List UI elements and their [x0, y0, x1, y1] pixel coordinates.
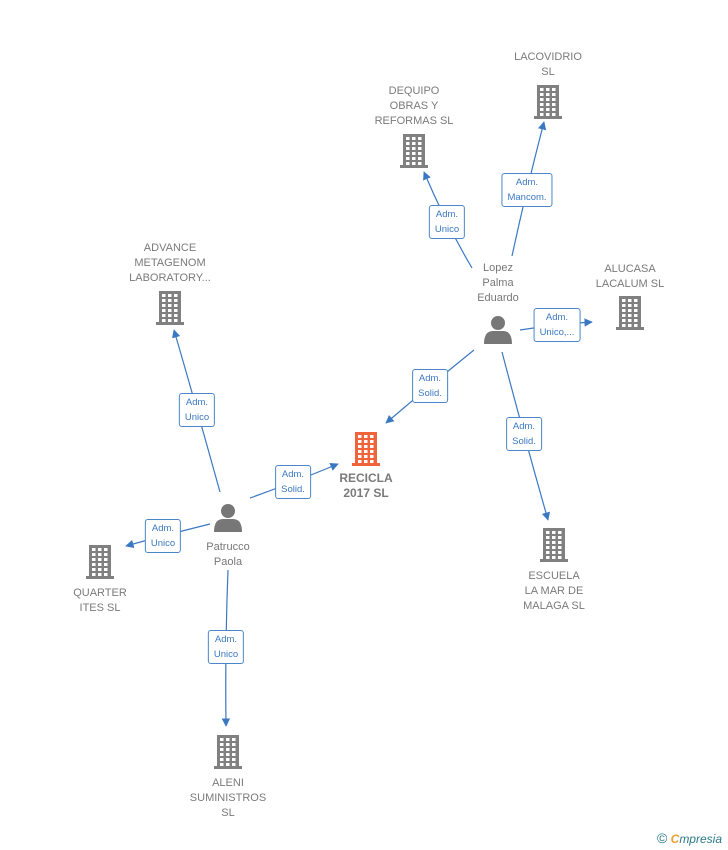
node-label-recicla[interactable]: RECICLA 2017 SL — [339, 471, 393, 500]
edge-label-lopez-recicla[interactable]: Adm. Solid. — [412, 369, 448, 403]
edge-label-patrucco-aleni[interactable]: Adm. Unico — [207, 630, 245, 664]
building-icon-dequipo[interactable] — [400, 134, 428, 168]
empresia-logo: © Cmpresia — [657, 830, 722, 846]
edge-label-lopez-alucasa[interactable]: Adm. Unico,... — [533, 308, 581, 342]
node-label-aleni[interactable]: ALENI SUMINISTROS SL — [189, 777, 267, 819]
node-label-escuela[interactable]: ESCUELA LA MAR DE MALAGA SL — [523, 570, 585, 612]
building-icon-alucasa[interactable] — [616, 296, 644, 330]
edge-label-patrucco-recicla[interactable]: Adm. Solid. — [275, 465, 311, 499]
node-label-advance[interactable]: ADVANCE METAGENOM LABORATORY... — [129, 242, 211, 284]
edge-label-lopez-dequipo[interactable]: Adm. Unico — [428, 205, 466, 239]
node-label-lopez[interactable]: Lopez Palma Eduardo — [477, 262, 519, 304]
edge-label-lopez-escuela[interactable]: Adm. Solid. — [506, 417, 542, 451]
person-icon-lopez[interactable] — [484, 316, 512, 344]
building-icon-quarter[interactable] — [86, 545, 114, 579]
node-label-patrucco[interactable]: Patrucco Paola — [206, 541, 250, 568]
building-icon-aleni[interactable] — [214, 735, 242, 769]
edge-label-lopez-lacovidrio[interactable]: Adm. Mancom. — [501, 173, 553, 207]
edge-label-patrucco-quarter[interactable]: Adm. Unico — [144, 519, 182, 553]
edge-label-patrucco-advance[interactable]: Adm. Unico — [178, 393, 216, 427]
building-icon-lacovidrio[interactable] — [534, 85, 562, 119]
person-icon-patrucco[interactable] — [214, 504, 242, 532]
brand-initial: C — [670, 832, 680, 846]
building-icon-escuela[interactable] — [540, 528, 568, 562]
node-label-alucasa[interactable]: ALUCASA LACALUM SL — [595, 263, 665, 290]
brand-name: mpresia — [679, 832, 722, 846]
copyright-icon: © — [656, 830, 668, 846]
node-label-dequipo[interactable]: DEQUIPO OBRAS Y REFORMAS SL — [374, 85, 454, 127]
building-icon-advance[interactable] — [156, 291, 184, 325]
node-label-lacovidrio[interactable]: LACOVIDRIO SL — [514, 51, 582, 78]
building-icon-recicla[interactable] — [352, 432, 380, 466]
node-label-quarter[interactable]: QUARTER ITES SL — [73, 587, 127, 614]
